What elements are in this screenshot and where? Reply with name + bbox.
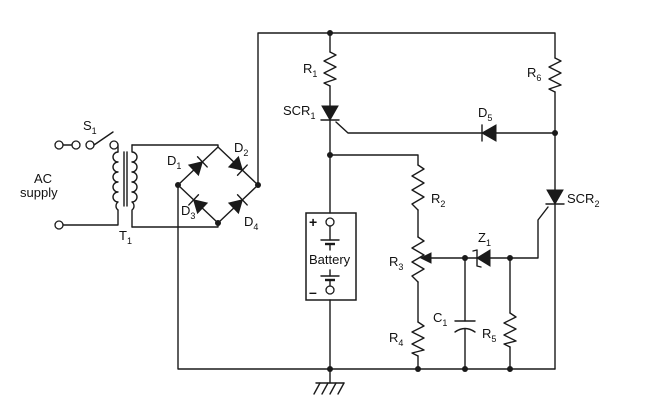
ground-symbol [313,382,345,395]
t1-label: T1 [119,228,132,246]
switch-s1 [71,131,119,150]
r5-label: R5 [482,326,496,344]
scr2-label: SCR2 [567,191,599,209]
diode-d2 [227,155,248,176]
battery-plus-label: + [309,214,317,230]
battery-minus-label: – [309,284,317,300]
z1-label: Z1 [478,230,491,248]
diode-d1 [187,156,208,177]
d1-label: D1 [167,153,181,171]
scr1-label: SCR1 [283,103,315,121]
battery-label: Battery [309,252,351,267]
capacitor-c1 [454,320,476,333]
battery [305,212,357,301]
bridge-rectifier [175,146,261,226]
resistor-r5 [503,312,517,348]
r4-label: R4 [389,330,403,348]
ac-supply-terminals [54,140,64,230]
diode-d5 [480,124,497,142]
resistor-r1 [323,51,337,87]
d5-label: D5 [478,105,492,123]
resistor-r4 [411,321,425,357]
diode-d3 [188,194,209,215]
transformer-t1 [112,144,138,228]
d2-label: D2 [234,140,248,158]
d4-label: D4 [244,214,258,232]
resistor-r6 [548,57,562,93]
bottom-rail-nodes [327,366,513,372]
d3-label: D3 [181,203,195,221]
ac-supply-label-2: supply [20,185,58,200]
wiring [62,32,556,384]
r1-label: R1 [303,61,317,79]
potentiometer-r3 [411,236,432,283]
zener-z1 [472,249,491,268]
s1-label: S1 [83,118,97,136]
resistor-r2 [411,164,425,211]
ac-supply-label: AC [34,171,52,186]
r6-label: R6 [527,65,541,83]
scr2-thyristor [545,189,565,206]
r2-label: R2 [431,191,445,209]
diode-d4 [227,194,248,215]
r3-label: R3 [389,254,403,272]
c1-label: C1 [433,310,447,328]
scr1-thyristor [320,105,340,122]
